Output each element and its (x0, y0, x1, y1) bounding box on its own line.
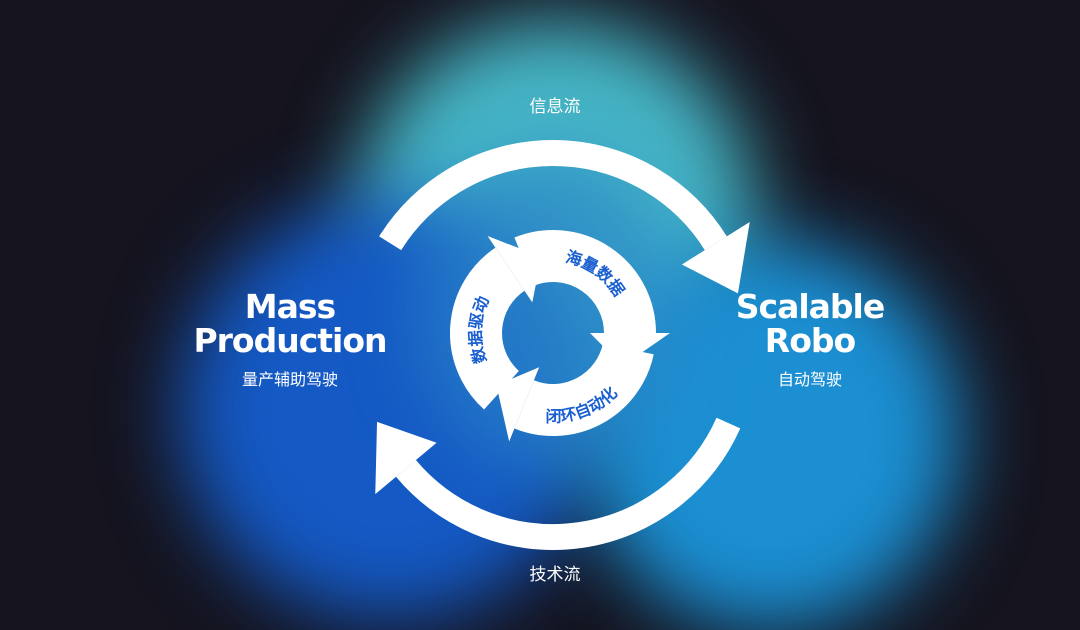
mass-production-node: Mass Production 量产辅助驾驶 (180, 290, 400, 390)
inner-arrow-segment (450, 247, 526, 410)
node-subtitle: 量产辅助驾驶 (241, 370, 338, 389)
info-flow-label: 信息流 (529, 97, 581, 117)
node-title: Production (193, 321, 387, 360)
tech-flow-arrowhead (375, 421, 437, 495)
tech-flow-label: 技术流 (529, 565, 581, 585)
inner-arrow-segment (514, 230, 656, 335)
info-flow-arrow (379, 140, 727, 251)
node-title: Robo (764, 321, 856, 360)
inner-arrowhead (487, 236, 542, 303)
node-title: Scalable (735, 287, 886, 326)
node-title: Mass (244, 287, 336, 326)
tech-flow-arrow (395, 417, 741, 550)
outer-cycle-arrows (375, 140, 750, 550)
inner-arrowhead (496, 367, 540, 442)
inner-arrow-segment (514, 342, 654, 436)
scalable-robo-node: Scalable Robo 自动驾驶 (715, 290, 905, 390)
node-subtitle: 自动驾驶 (777, 370, 842, 389)
info-flow-arrowhead (681, 222, 750, 294)
inner-cycle-arrows (450, 230, 670, 442)
